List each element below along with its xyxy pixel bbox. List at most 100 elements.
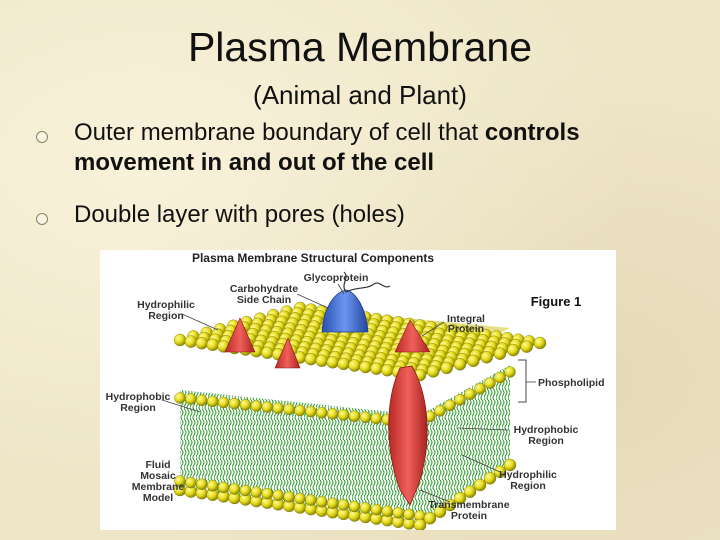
label-hydrophobic-left-2: Region	[120, 402, 156, 414]
label-phospholipid: Phospholipid	[538, 377, 605, 389]
phospholipid-head	[453, 358, 467, 371]
phospholipid-head	[196, 394, 208, 407]
bullet-item: Double layer with pores (holes)	[36, 200, 696, 230]
phospholipid-head	[348, 500, 361, 513]
label-fluid-2: Mosaic	[140, 470, 176, 482]
label-hydrophilic-top-2: Region	[148, 310, 184, 322]
slide-title: Plasma Membrane	[187, 24, 533, 70]
phospholipid-head	[185, 393, 197, 405]
phospholipid-head	[454, 394, 466, 406]
label-hydrophilic-bottom-1: Hydrophilic	[499, 469, 557, 481]
phospholipid-head	[250, 400, 263, 412]
label-fluid-3: Membrane	[132, 481, 185, 493]
phospholipid-head	[315, 354, 329, 367]
phospholipid-head	[503, 458, 517, 472]
label-transmembrane-1: Transmembrane	[428, 499, 509, 511]
phospholipid-head	[185, 476, 197, 489]
glycoprotein	[321, 289, 369, 333]
right-tail-face	[420, 365, 510, 525]
phospholipid-head	[228, 397, 241, 410]
phospholipid-head	[493, 347, 507, 360]
phospholipid-head	[261, 401, 274, 413]
label-integral-1: Integral	[447, 313, 485, 325]
phospholipid-head	[316, 407, 328, 419]
phospholipid-head	[206, 480, 219, 492]
diagram-labels: Carbohydrate Side Chain Glycoprotein Hyd…	[106, 272, 605, 522]
phospholipid-head	[359, 360, 372, 374]
phospholipid-head	[217, 481, 230, 494]
phospholipid-head	[196, 478, 208, 490]
label-carbohydrate-2: Side Chain	[237, 294, 291, 306]
phospholipid-head	[504, 366, 516, 378]
phospholipid-head	[337, 409, 350, 421]
label-glycoprotein: Glycoprotein	[304, 272, 369, 284]
phospholipid-head	[326, 497, 339, 510]
leader-lines	[161, 283, 536, 503]
phospholipid-head	[370, 412, 383, 425]
slide-subtitle: (Animal and Plant)	[253, 80, 467, 110]
membrane-diagram: Plasma Membrane Structural Components Fi…	[100, 250, 616, 530]
phospholipid-head	[239, 399, 252, 411]
transmembrane-protein	[388, 365, 428, 506]
phospholipid-head	[283, 491, 295, 503]
figure-heading: Plasma Membrane Structural Components	[192, 251, 434, 265]
label-hydrophilic-top-1: Hydrophilic	[137, 299, 195, 311]
phospholipid-head	[494, 371, 506, 384]
phospholipid-head	[294, 492, 306, 505]
phospholipid-head	[348, 359, 361, 372]
label-hydrophilic-bottom-2: Region	[510, 480, 546, 492]
label-hydrophobic-right-1: Hydrophobic	[514, 424, 579, 436]
phospholipid-head	[326, 408, 339, 420]
integral-protein-mid	[274, 337, 301, 369]
phospholipid-head	[507, 343, 520, 357]
phospholipid-head	[272, 489, 284, 502]
figure-number: Figure 1	[531, 294, 582, 309]
phospholipid-head	[533, 336, 547, 350]
phospholipid-head	[217, 396, 230, 409]
phospholipid-head	[261, 487, 274, 500]
phospholipid-head	[483, 472, 497, 485]
membrane-diagram-svg: Plasma Membrane Structural Components Fi…	[106, 251, 605, 530]
phospholipid-head	[520, 340, 533, 353]
label-fluid-4: Model	[143, 492, 173, 504]
bullet-list: Outer membrane boundary of cell that con…	[36, 118, 696, 252]
phospholipid-head	[173, 333, 187, 347]
label-carbohydrate-1: Carbohydrate	[230, 283, 298, 295]
phospholipid-head	[250, 486, 263, 498]
phospholipid-head	[261, 346, 274, 359]
phospholipid-head	[283, 403, 295, 416]
phospholipid-head	[480, 350, 493, 364]
phospholipid-head	[174, 392, 186, 404]
phospholipid-head	[206, 395, 219, 408]
phospholipid-head	[359, 411, 372, 424]
phospholipid-head	[474, 382, 486, 395]
bullet-circle-icon	[36, 213, 48, 225]
phospholipid-head	[440, 361, 453, 375]
phospholipid-head	[305, 405, 317, 418]
phospholipid-head	[272, 402, 284, 414]
phospholipid-head	[184, 335, 198, 348]
phospholipid-head	[392, 507, 404, 519]
label-hydrophobic-left-1: Hydrophobic	[106, 391, 171, 403]
phospholipid-head	[403, 508, 415, 521]
phospholipid-head	[423, 512, 437, 525]
phospholipid-head	[433, 505, 447, 518]
phospholipid-head	[348, 410, 361, 422]
phospholipid-head	[381, 505, 393, 517]
phospholipid-head	[206, 338, 219, 352]
label-transmembrane-2: Protein	[451, 510, 487, 522]
phospholipid-head	[370, 503, 383, 516]
label-integral-2: Protein	[448, 323, 484, 335]
phospholipid-head	[304, 352, 318, 366]
phospholipid-head	[337, 499, 350, 511]
phospholipid-head	[453, 492, 467, 505]
phospholipid-head	[473, 478, 487, 492]
phospholipid-head	[316, 495, 328, 508]
label-fluid-1: Fluid	[145, 459, 170, 471]
bullet-text-bold: controls movement in and out of the cell	[74, 119, 580, 176]
phospholipid-head	[381, 363, 394, 377]
integral-protein-left	[224, 317, 256, 353]
phospholipid-head	[359, 502, 372, 514]
carbohydrate-chain	[343, 271, 391, 293]
phospholipid-head	[195, 336, 209, 350]
